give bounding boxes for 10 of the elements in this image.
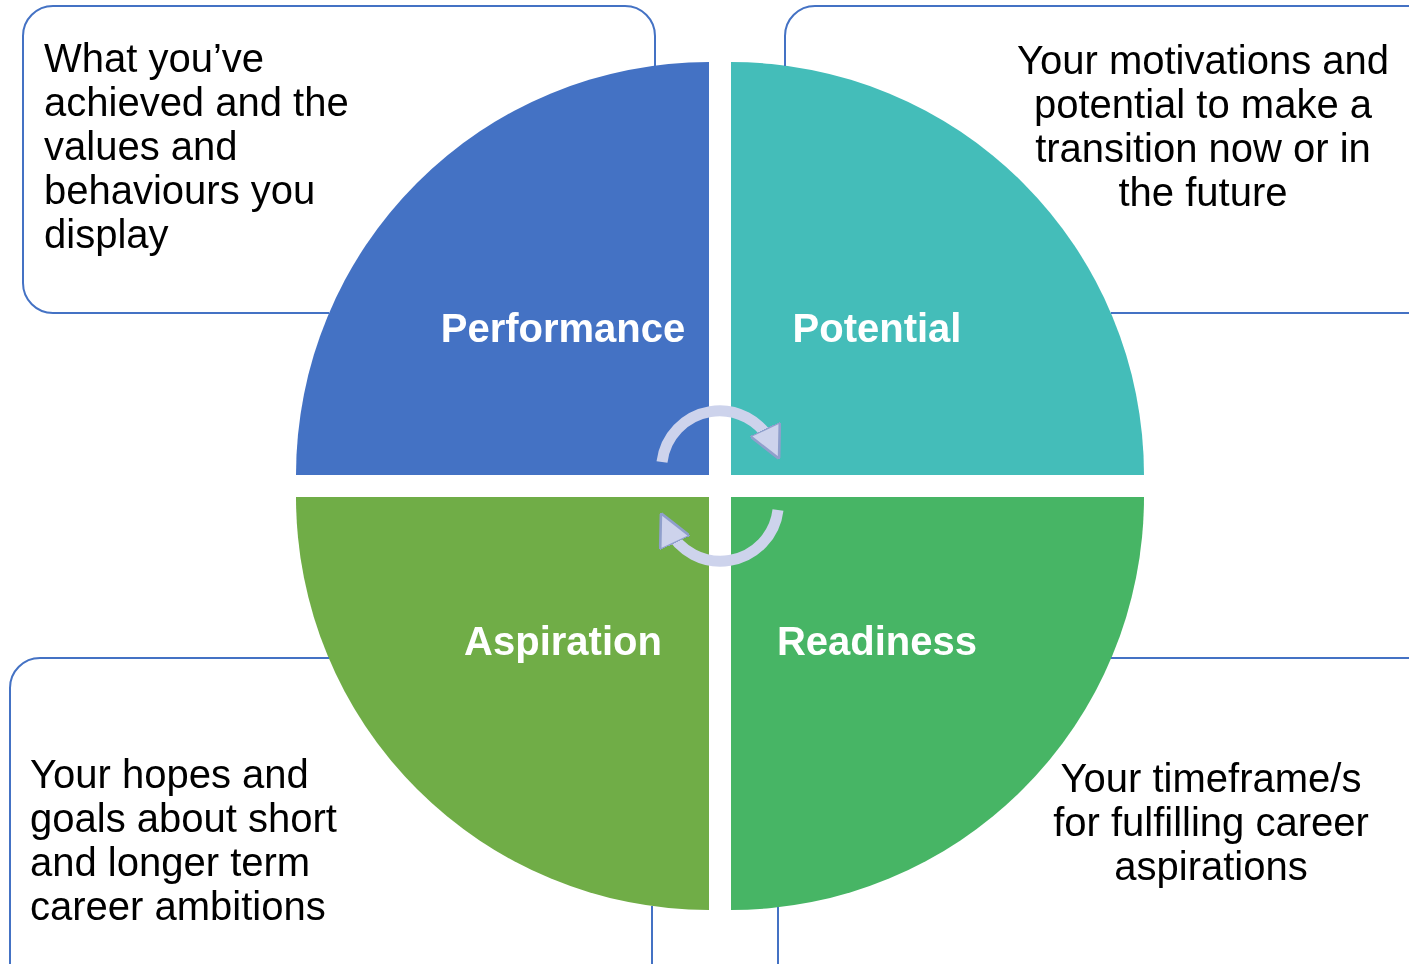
quadrant-label: Potential: [792, 305, 962, 351]
description-text: Your motivations and potential to make a transition now or in the future: [1003, 38, 1403, 214]
description-text: Your hopes and goals about short and longer term career ambitions: [30, 752, 410, 928]
quadrant-label: Readiness: [776, 618, 978, 664]
quadrant-label: Aspiration: [464, 618, 662, 664]
curved-arrow: [656, 405, 782, 463]
description-text: Your timeframe/s for fulfilling career aspirations: [1036, 756, 1386, 888]
quadrant-label: Performance: [440, 305, 686, 351]
description-text: What you’ve achieved and the values and behaviours you display: [44, 36, 424, 256]
curved-arrow: [658, 509, 784, 567]
